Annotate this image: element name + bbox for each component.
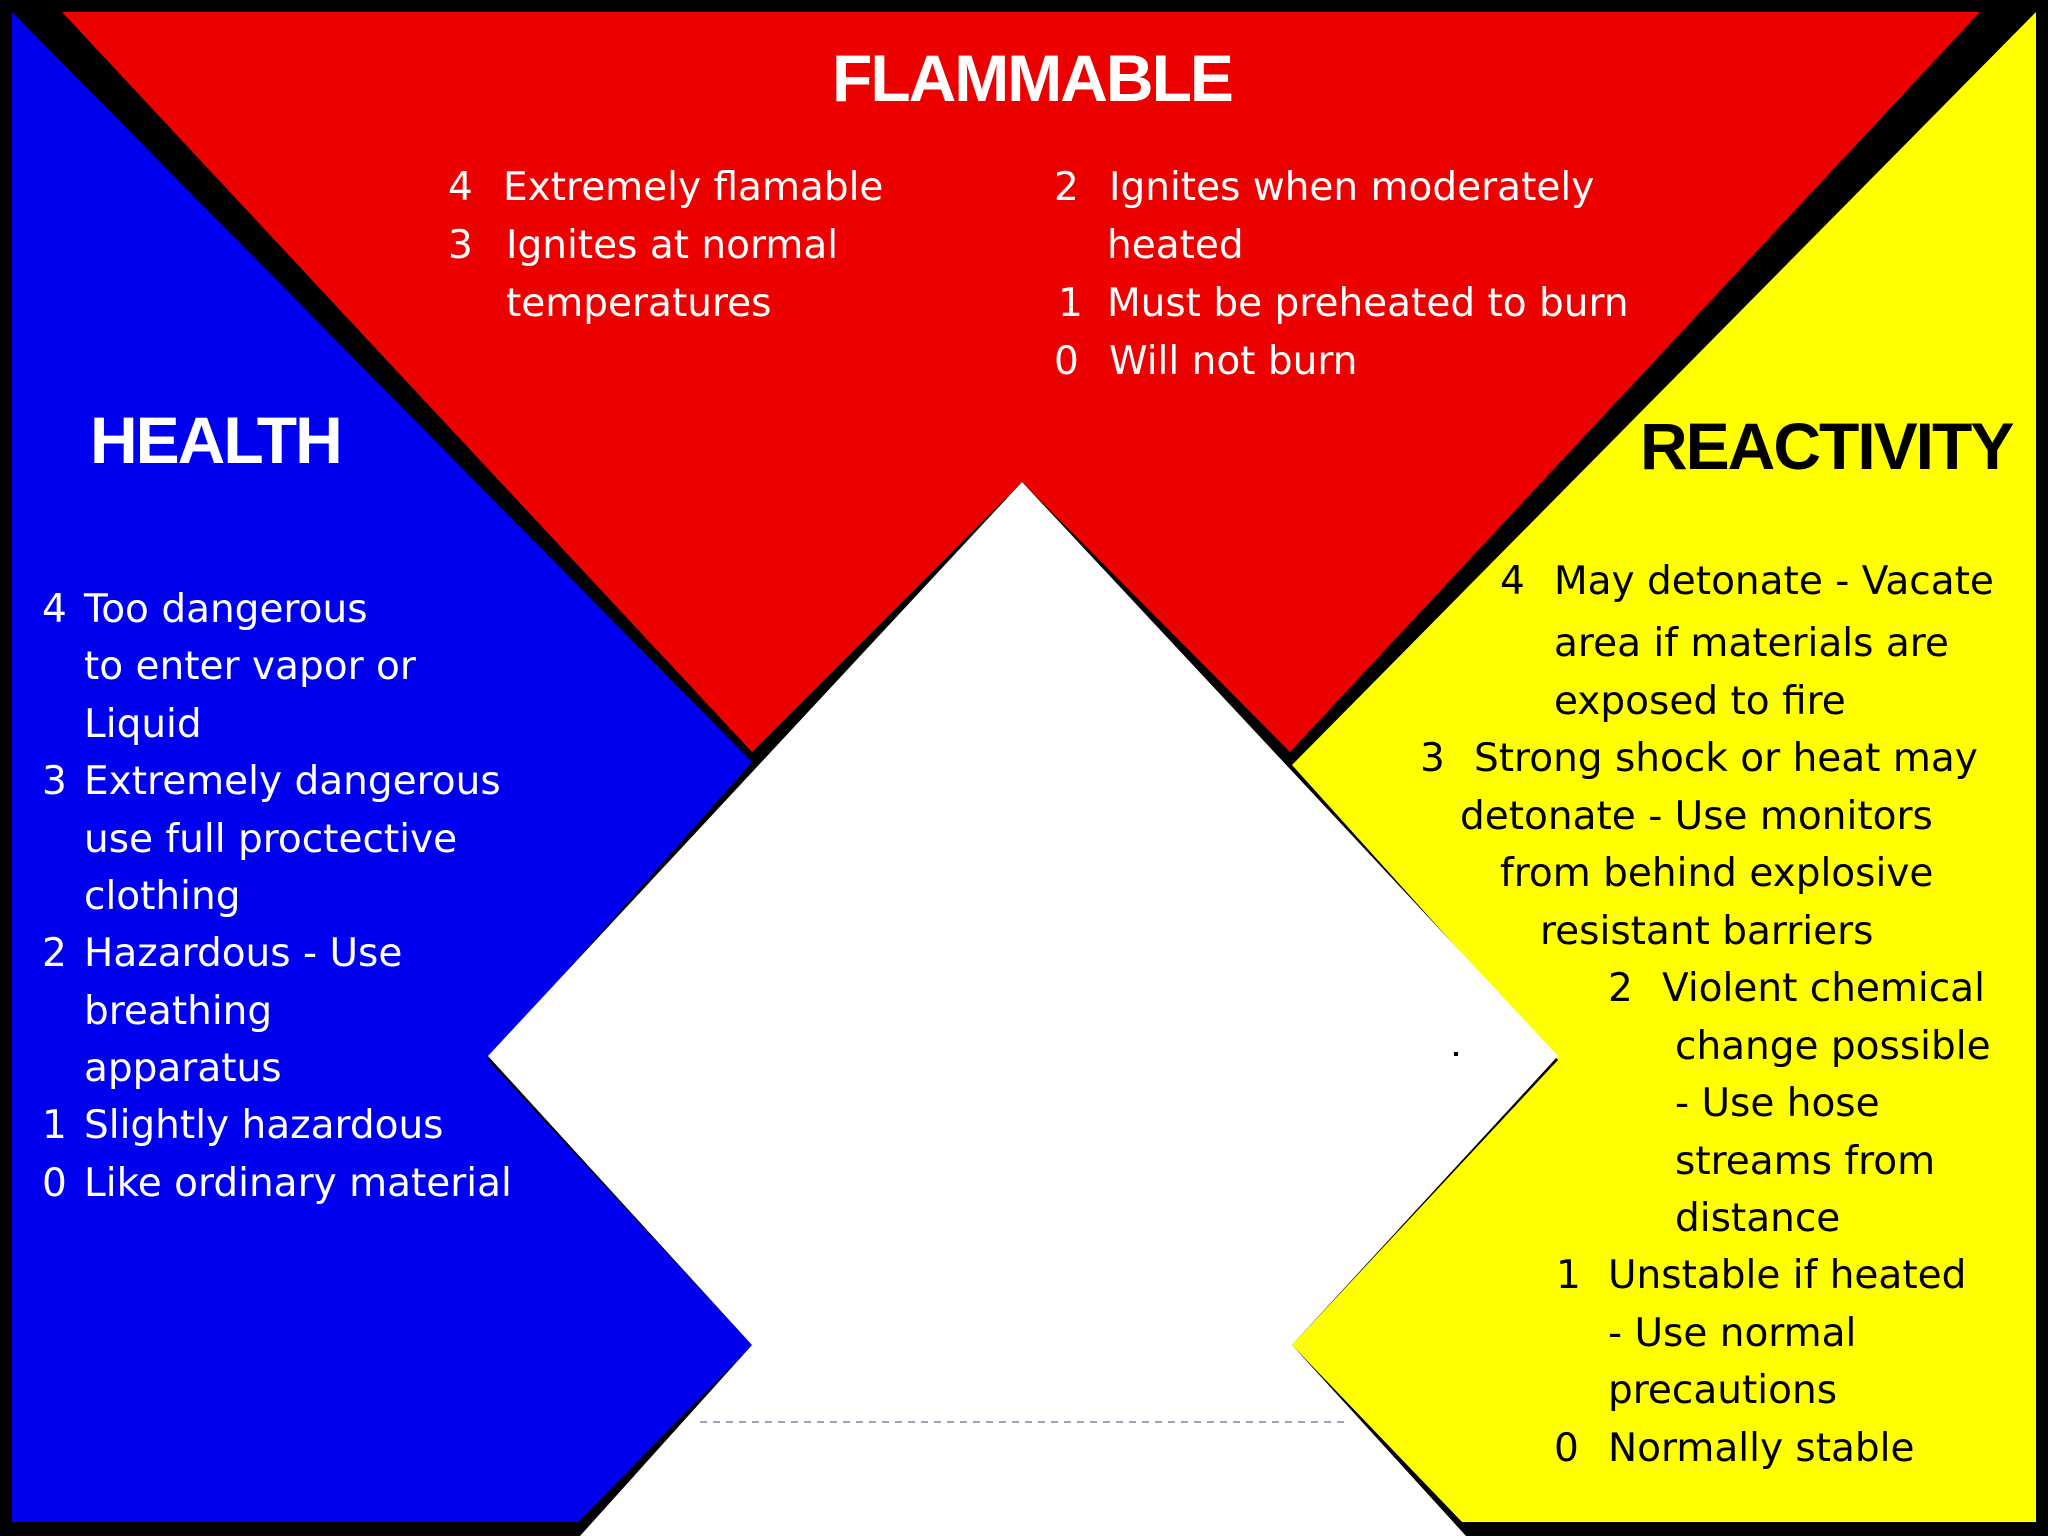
health-level-0-text: Like ordinary material [84, 1161, 512, 1206]
reactivity-level-3-text: detonate - Use monitors [1460, 794, 1933, 839]
reactivity-quadrant [1292, 12, 2036, 1522]
health-level-1-text: Slightly hazardous [84, 1103, 444, 1148]
flammable-level-3-text: temperatures [506, 281, 772, 326]
flammable-level-4-text: Extremely flamable [503, 165, 884, 210]
flammable-level-1-text: Must be preheated to burn [1107, 281, 1629, 326]
health-level-3-text: clothing [84, 874, 241, 919]
reactivity-level-1-text: - Use normal [1608, 1311, 1857, 1356]
flammable-level-0-num: 0 [1054, 339, 1079, 384]
reactivity-level-3-text: resistant barriers [1540, 909, 1874, 954]
reactivity-level-4-text: May detonate - Vacate [1554, 559, 1994, 604]
reactivity-level-2-text: change possible [1675, 1024, 1991, 1069]
health-level-2-text: apparatus [84, 1046, 282, 1091]
health-title: HEALTH [90, 403, 343, 477]
health-level-4-text: Liquid [84, 702, 202, 747]
reactivity-level-0-text: Normally stable [1608, 1426, 1915, 1471]
reactivity-level-3-num: 3 [1420, 736, 1445, 781]
health-level-0-num: 0 [42, 1161, 67, 1206]
flammable-level-3-text: Ignites at normal [506, 223, 839, 268]
flammable-level-4-num: 4 [448, 165, 473, 210]
health-level-4-text: to enter vapor or [84, 644, 416, 689]
reactivity-level-1-num: 1 [1556, 1253, 1581, 1298]
special-quadrant [488, 482, 1558, 1536]
reactivity-level-0-num: 0 [1554, 1426, 1579, 1471]
health-level-1-num: 1 [42, 1103, 67, 1148]
reactivity-level-2-num: 2 [1608, 966, 1633, 1011]
health-level-4-text: Too dangerous [84, 587, 368, 632]
flammable-quadrant [62, 12, 1980, 752]
reactivity-level-1-text: Unstable if heated [1608, 1253, 1967, 1298]
health-quadrant [12, 12, 752, 1522]
reactivity-level-2-text: distance [1675, 1196, 1841, 1241]
flammable-level-3-num: 3 [448, 223, 473, 268]
reactivity-level-2-text: streams from [1675, 1139, 1936, 1184]
health-level-3-text: Extremely dangerous [84, 759, 501, 804]
flammable-level-0-text: Will not burn [1109, 339, 1358, 384]
health-level-4-num: 4 [42, 587, 67, 632]
reactivity-level-3-text: from behind explosive [1500, 851, 1934, 896]
health-level-3-text: use full proctective [84, 817, 458, 862]
flammable-level-2-text: Ignites when moderately [1109, 165, 1595, 210]
flammable-title: FLAMMABLE [832, 41, 1234, 115]
reactivity-level-2-text: Violent chemical [1662, 966, 1985, 1011]
flammable-level-1-num: 1 [1058, 281, 1083, 326]
reactivity-level-2-text: - Use hose [1675, 1081, 1880, 1126]
reactivity-level-1-text: precautions [1608, 1368, 1838, 1413]
health-level-2-text: Hazardous - Use [84, 931, 403, 976]
health-level-3-num: 3 [42, 759, 67, 804]
flammable-level-2-num: 2 [1054, 165, 1079, 210]
reactivity-level-3-text: Strong shock or heat may [1474, 736, 1978, 781]
reactivity-level-4-text: exposed to fire [1554, 679, 1846, 724]
reactivity-title: REACTIVITY [1640, 409, 2014, 483]
stray-dot [1454, 1052, 1458, 1056]
health-level-2-num: 2 [42, 931, 67, 976]
reactivity-level-4-text: area if materials are [1554, 621, 1949, 666]
flammable-level-2-text: heated [1107, 223, 1244, 268]
reactivity-level-4-num: 4 [1500, 559, 1525, 604]
health-level-2-text: breathing [84, 989, 273, 1034]
